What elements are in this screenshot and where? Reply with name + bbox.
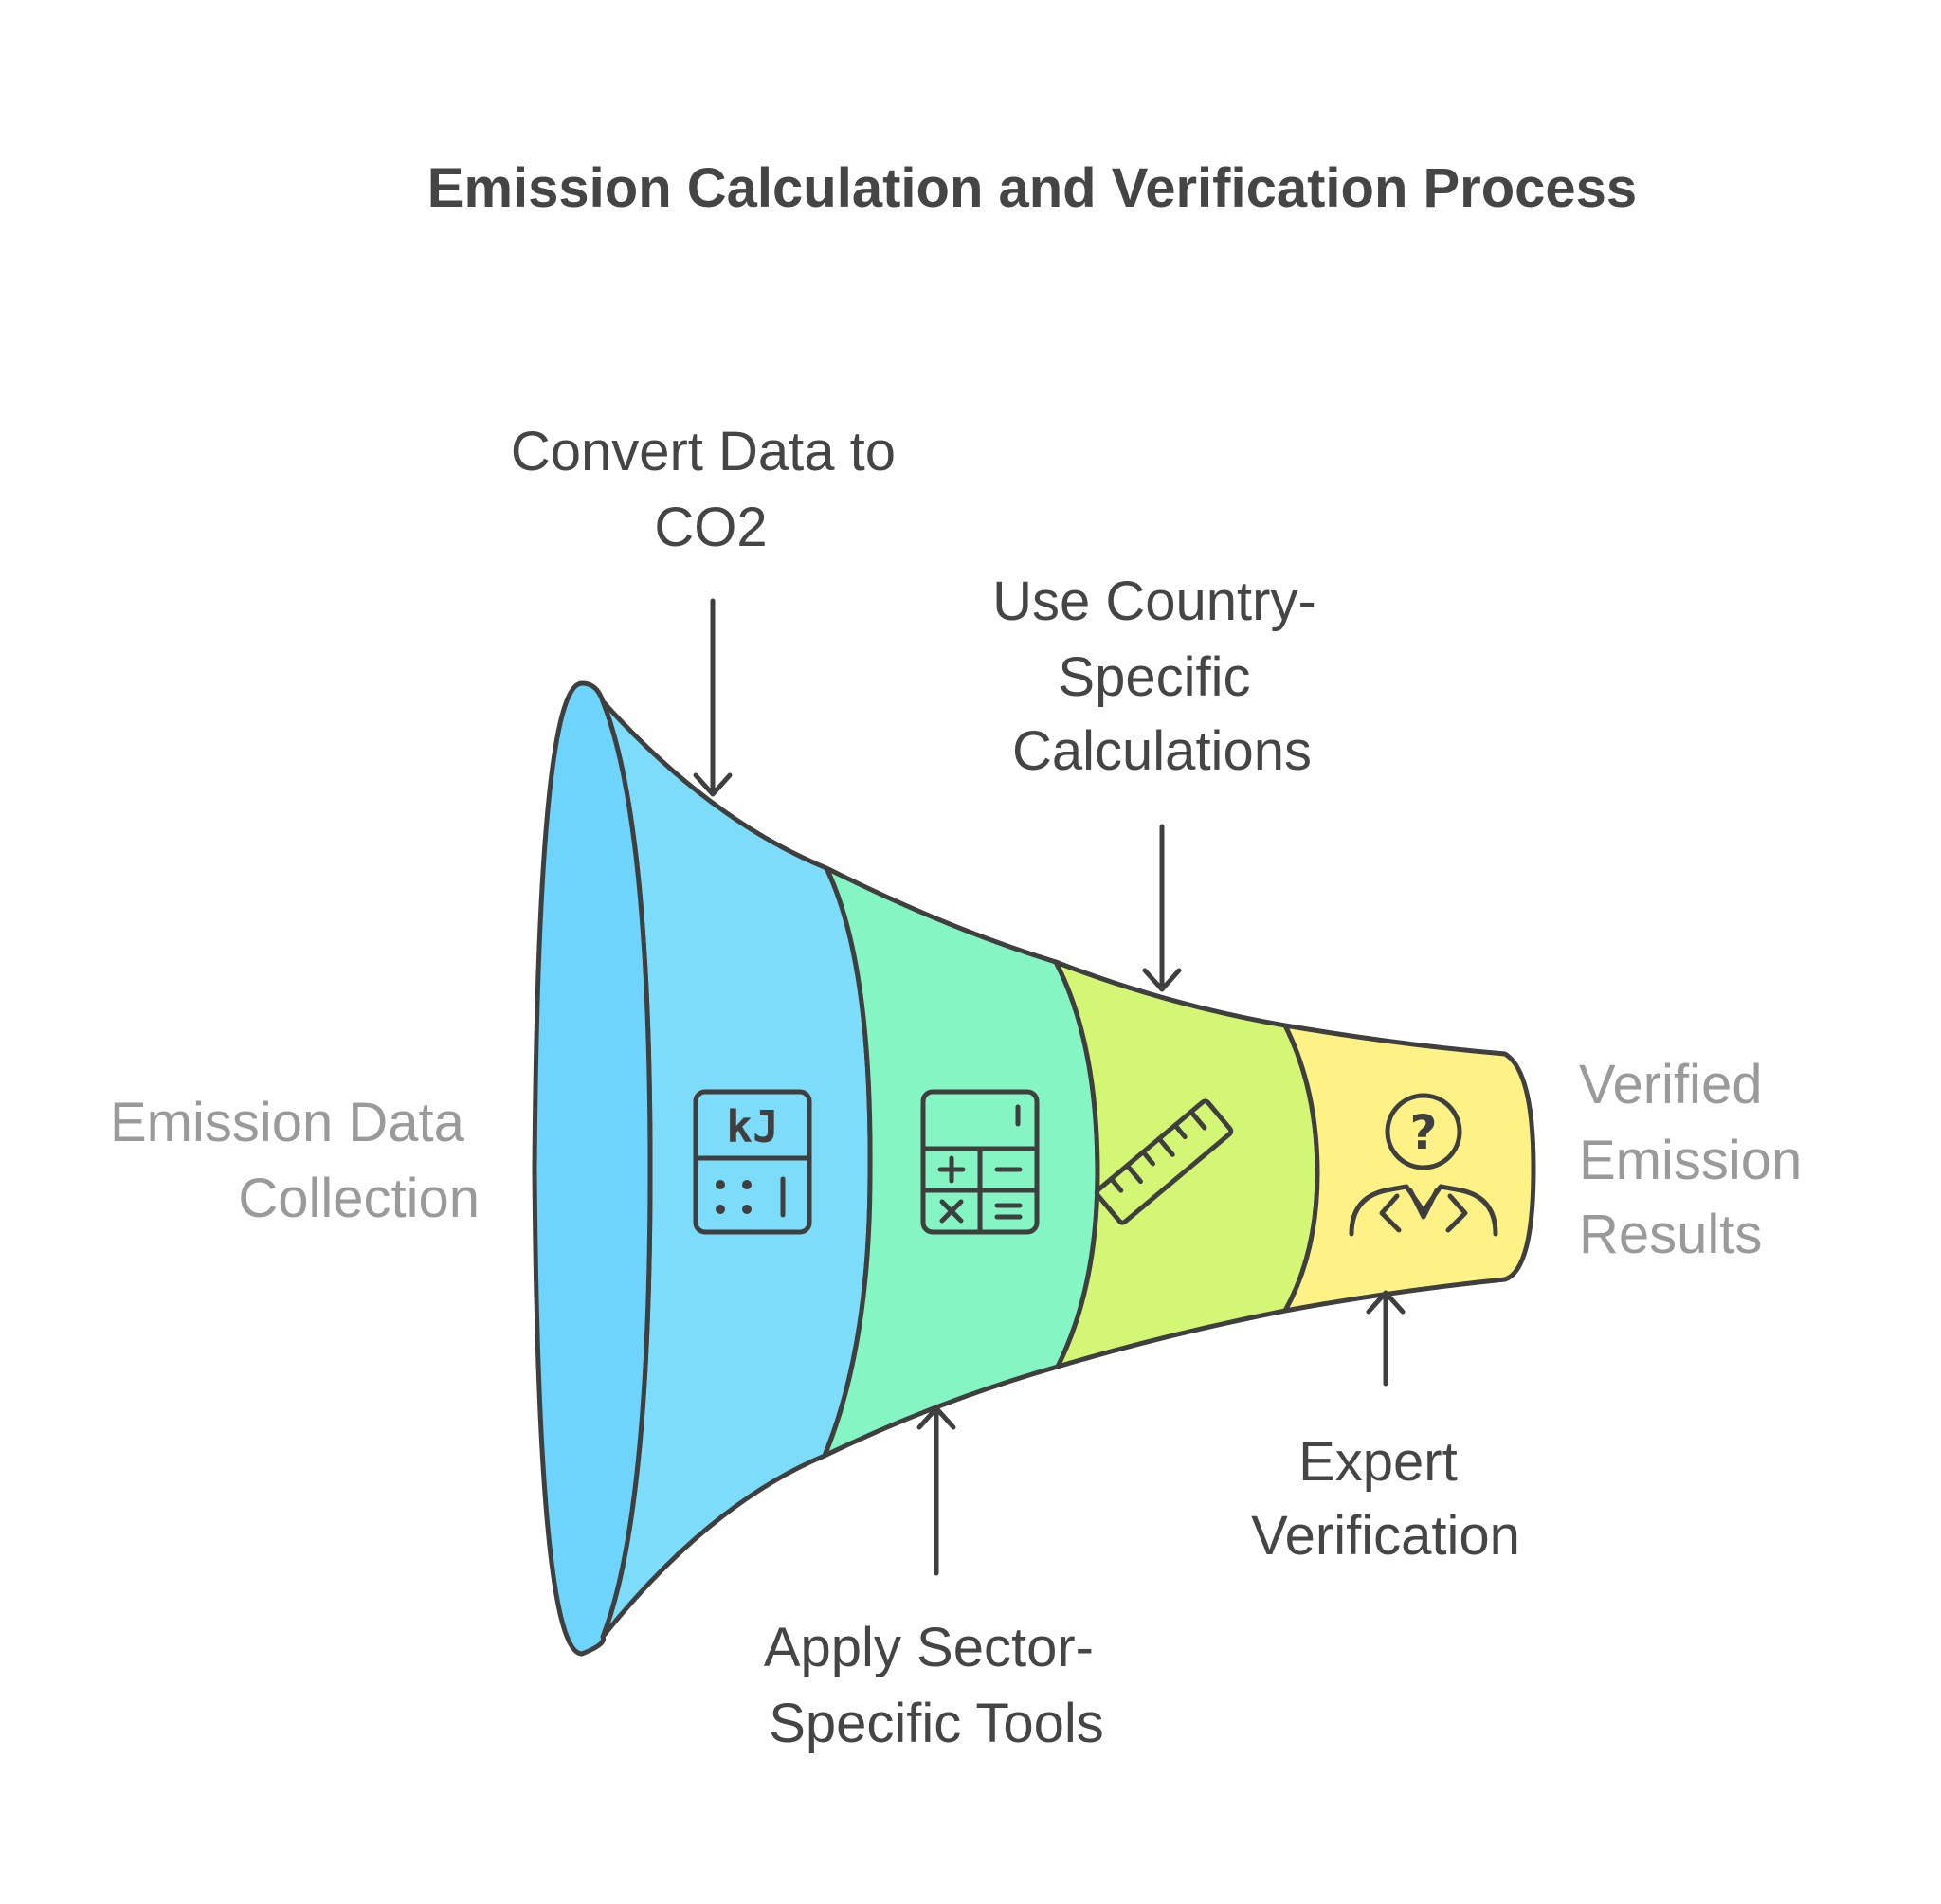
stage-label-country-specific: Use Country- Specific Calculations — [992, 571, 1332, 782]
diagram-title: Emission Calculation and Verification Pr… — [427, 157, 1637, 219]
funnel-segment-4 — [1282, 1023, 1536, 1314]
funnel — [532, 680, 1536, 1657]
arrow-country-specific — [1142, 824, 1182, 992]
stage-label-expert-verification: Expert Verification — [1251, 1431, 1520, 1567]
arrow-expert-verification — [1366, 1290, 1406, 1387]
calculator-icon — [920, 1089, 1040, 1235]
arrow-convert-data — [693, 598, 733, 797]
energy-calculator-icon: kJ — [693, 1089, 812, 1235]
funnel-segment-3 — [1053, 959, 1320, 1369]
stage-label-sector-specific: Apply Sector- Specific Tools — [764, 1617, 1109, 1754]
output-label: Verified Emission Results — [1579, 1054, 1817, 1265]
expert-question-icon: ? — [1349, 1093, 1498, 1237]
funnel-mouth — [532, 680, 653, 1657]
stage-label-convert-data: Convert Data to CO2 — [511, 421, 911, 558]
svg-text:kJ: kJ — [726, 1101, 778, 1152]
svg-text:?: ? — [1409, 1105, 1437, 1160]
arrow-sector-specific — [916, 1405, 956, 1576]
input-label: Emission Data Collection — [110, 1092, 480, 1229]
ruler-icon — [1094, 1098, 1234, 1225]
